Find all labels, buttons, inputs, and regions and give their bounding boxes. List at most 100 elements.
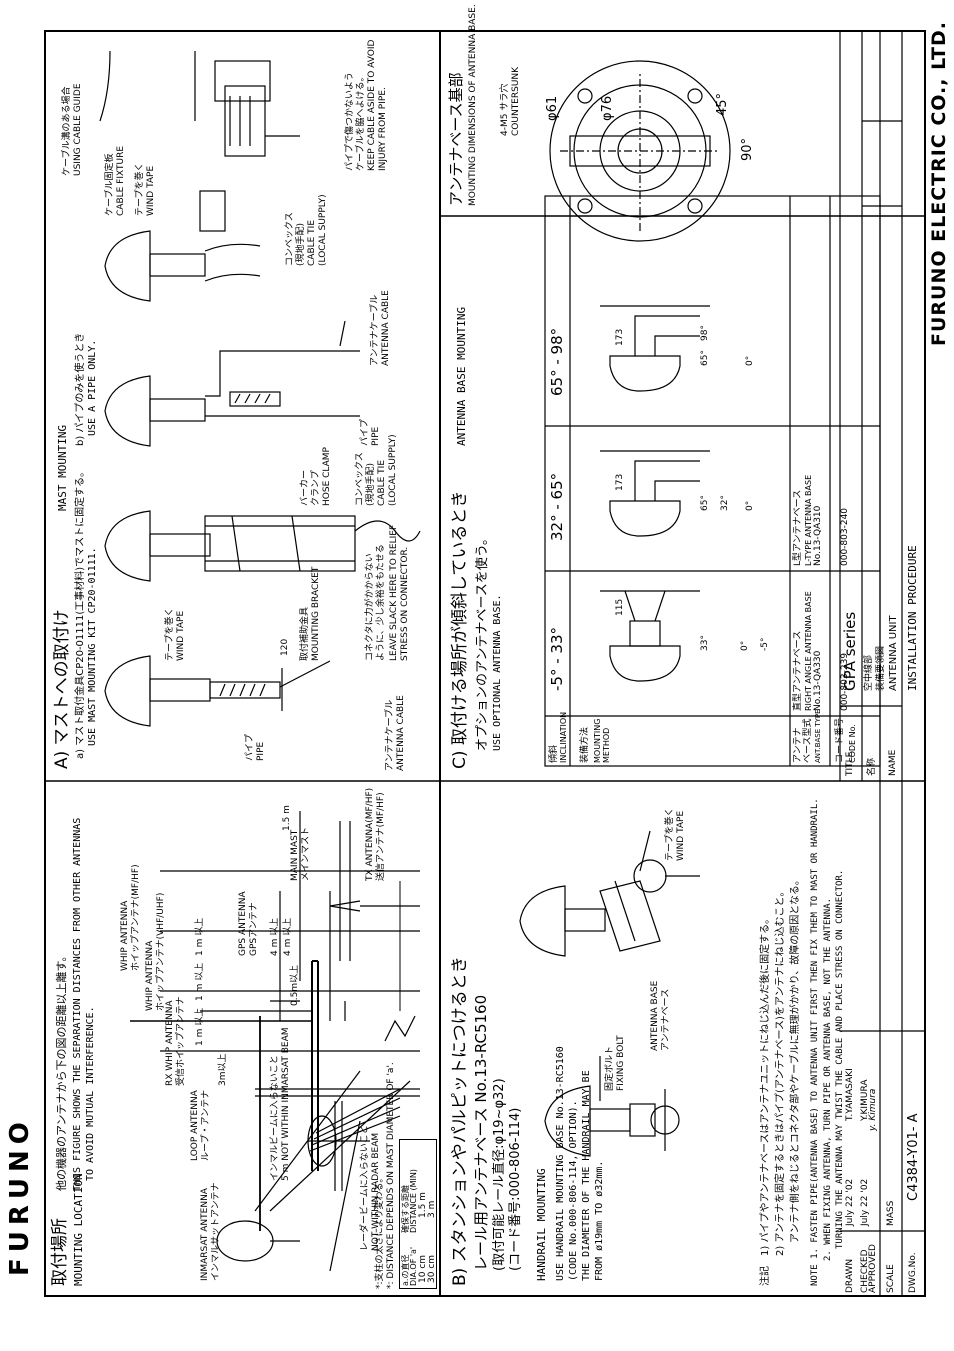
- whip-vhf-label-jp: ホイップアンテナ(VHF/UHF): [156, 892, 166, 1011]
- distance-1m-c: 1 m 以上: [195, 917, 205, 956]
- scale-label: SCALE: [886, 1264, 896, 1293]
- wind-tape-jp: テープを巻く: [165, 607, 175, 661]
- cable-tie2-jp-2: (現地手配): [296, 222, 306, 266]
- handrail-title-jp: B) スタンションやパルピットにつけるとき: [450, 956, 470, 1286]
- handrail-en-4: FROM ø19mm TO ø32mm.: [594, 1160, 605, 1281]
- slack-en-1: LEAVE SLACK HERE TO RELIEF: [389, 524, 399, 661]
- mast-kit-jp: a) マスト取付金具CP20-01111(工事材料)でマストに固定する。: [75, 466, 86, 759]
- pipe-only-jp: b) パイプのみを使うとき: [75, 332, 86, 446]
- inclination-drawings: [600, 305, 710, 682]
- rx-whip-label-jp: 受信ホイップアンテナ: [176, 996, 186, 1086]
- separation-desc-en-1: THIS FIGURE SHOWS THE SEPARATION DISTANC…: [72, 817, 83, 1191]
- bracket-jp: 取付補助金具: [300, 606, 310, 661]
- dwg-no-value: C4384-Y01- A: [906, 1113, 921, 1201]
- keep-aside-jp-2: ケーブルを脇へよける。: [356, 72, 366, 171]
- handrail-en-3: THE DIAMETER OF THE HANDRAIL MAY BE: [581, 1070, 592, 1281]
- inclination-range-1: -5° - 33°: [548, 627, 566, 691]
- whip-hf-label-en: WHIP ANTENNA: [120, 900, 130, 971]
- cable-fixture-en: CABLE FIXTURE: [116, 145, 126, 216]
- distance-table: a.の直径 DIA.OF 'a' 確保する距離 DISTANCE (MIN) 1…: [399, 1139, 437, 1289]
- handrail-en-2: (CODE No.000-806-114, OPTION).: [568, 1100, 579, 1281]
- notes-label-jp: 注記: [760, 1266, 771, 1286]
- fixing-bolt-jp: 固定ボルト: [605, 1045, 615, 1091]
- distance-1m-a: 1 m 以上: [195, 1007, 205, 1046]
- furuno-electric-brand: FURUNO ELECTRIC CO., LTD.: [928, 20, 950, 346]
- dwg-no-label: DWG.No.: [908, 1252, 918, 1293]
- hose-clamp-jp-1: バーカー: [300, 469, 310, 506]
- screw-label-en: COUNTERSUNK: [511, 66, 521, 136]
- dimension-120: 120: [280, 638, 290, 656]
- type-2-no: No.13-QA310: [813, 505, 823, 566]
- inclination-header-en: INCLINATION: [559, 711, 568, 763]
- not-inmarsat-jp: インマルビームに入らないこと: [270, 1055, 280, 1181]
- inmarsat-label-jp: インマルサットアンテナ: [211, 1182, 221, 1281]
- inclination-table-lines: [544, 195, 881, 767]
- title-value: GPA series: [841, 611, 859, 691]
- mast-kit-en: USE MAST MOUNTING KIT CP20-01111.: [87, 547, 98, 746]
- mounting-location-title-jp: 取付場所: [50, 1218, 70, 1286]
- distance-1m-b: 1 m 以上: [195, 962, 205, 1001]
- hose-clamp-jp-2: クランプ: [311, 470, 321, 506]
- inclined-title-en: ANTENNA BASE MOUNTING: [455, 306, 468, 446]
- angle-0-c: 0°: [745, 355, 755, 366]
- note-1-en: NOTE 1. FASTEN PIPE(ANTENNA BASE) TO ANT…: [810, 798, 820, 1286]
- handrail-base-jp: レール用アンテナベース No.13-RC5160: [472, 994, 490, 1271]
- handrail-title-en: HANDRAIL MOUNTING: [535, 1168, 548, 1281]
- pipe-label-jp: パイプ: [245, 733, 255, 761]
- main-mast-label-en: MAIN MAST: [290, 829, 300, 881]
- dimension-115: 115: [615, 598, 625, 616]
- cable-tie-jp-2: (現地手配): [366, 462, 376, 506]
- method-header-en-2: METHOD: [602, 727, 611, 763]
- method-header-jp: 装備方法: [580, 726, 590, 763]
- angle-minus-5: -5°: [760, 637, 770, 651]
- approved-label: APPROVED: [868, 1244, 878, 1293]
- angle-0-b: 0°: [745, 500, 755, 511]
- angle-33: 33°: [700, 635, 710, 651]
- dimension-173-b: 173: [615, 328, 625, 346]
- cable-tie2-en-1: CABLE TIE: [307, 219, 317, 266]
- handrail-code-jp: (コード番号:000-806-114): [508, 1107, 523, 1271]
- name-value-1: ANTENNA UNIT: [888, 615, 899, 691]
- title-label: TITLE: [845, 751, 855, 776]
- type-header-en: ANT.BASE TYPE: [814, 709, 822, 763]
- angle-45: 45°: [715, 92, 730, 116]
- inmarsat-label-en: INMARSAT ANTENNA: [200, 1188, 210, 1281]
- gps-antenna-label-jp: GPSアンテナ: [249, 902, 259, 956]
- slack-jp-1: コネクタに力がかからない: [365, 553, 375, 661]
- drawn-name: T.YAMASAKI: [845, 1068, 855, 1121]
- antenna-cable-jp: アンテナケーブル: [385, 699, 395, 771]
- cable-tie-jp-1: コンベックス: [355, 452, 365, 506]
- angle-90: 90°: [740, 137, 755, 161]
- bracket-en: MOUNTING BRACKET: [311, 566, 321, 661]
- cable-tie-en-2: (LOCAL SUPPLY): [388, 434, 398, 506]
- mast-note-jp: *:支柱の太さにより変わる。: [375, 1173, 385, 1289]
- drawn-date: July 22 '02: [845, 1178, 855, 1226]
- note-1-jp: 1) パイプやアンテナベースはアンテナユニットにねじ込んだ後に固定する。: [760, 913, 771, 1256]
- wind-tape2-jp: テープを巻く: [135, 162, 145, 216]
- checked-date: July 22 '02: [860, 1178, 870, 1226]
- name-value-2: INSTALLATION PROCEDURE: [906, 545, 919, 691]
- pipe2-label-en: PIPE: [371, 426, 381, 446]
- optional-base-en: USE OPTIONAL ANTENNA BASE.: [492, 594, 503, 751]
- base-dims-title-jp: アンテナベース基部: [447, 72, 465, 206]
- angle-98: 98°: [700, 325, 710, 341]
- mast-mounting-title-jp: A) マストへの取付け: [52, 609, 72, 769]
- distance-4m-a: 4 m 以上: [270, 917, 280, 956]
- keep-aside-en-1: KEEP CABLE ASIDE TO AVOID: [367, 39, 377, 171]
- code-2: 000-803-240: [840, 507, 850, 566]
- note-2b-jp: アンテナ側をねじるとコネクタ部やケーブルに無理がかかり、故障の原因となる。: [790, 875, 801, 1243]
- distance-3m: 3m以上: [218, 1053, 228, 1087]
- pipe-only-en: USE A PIPE ONLY.: [87, 339, 98, 436]
- loop-antenna-label-jp: ループ・アンテナ: [201, 1089, 211, 1161]
- whip-hf-label-jp: ホイップアンテナ(MF/HF): [131, 864, 141, 971]
- title-block-lines: [839, 31, 925, 1296]
- keep-aside-en-2: INJURY FROM PIPE.: [378, 87, 388, 171]
- hose-clamp-en: HOSE CLAMP: [322, 447, 332, 506]
- gps-antenna-label-en: GPS ANTENNA: [238, 891, 248, 956]
- separation-desc-en-2: TO AVOID MUTUAL INTERFERENCE.: [85, 1006, 96, 1181]
- angle-65: 65°: [700, 495, 710, 511]
- inclination-range-2: 32° - 65°: [548, 472, 566, 541]
- slack-en-2: STRESS ON CONNECTOR.: [400, 546, 410, 661]
